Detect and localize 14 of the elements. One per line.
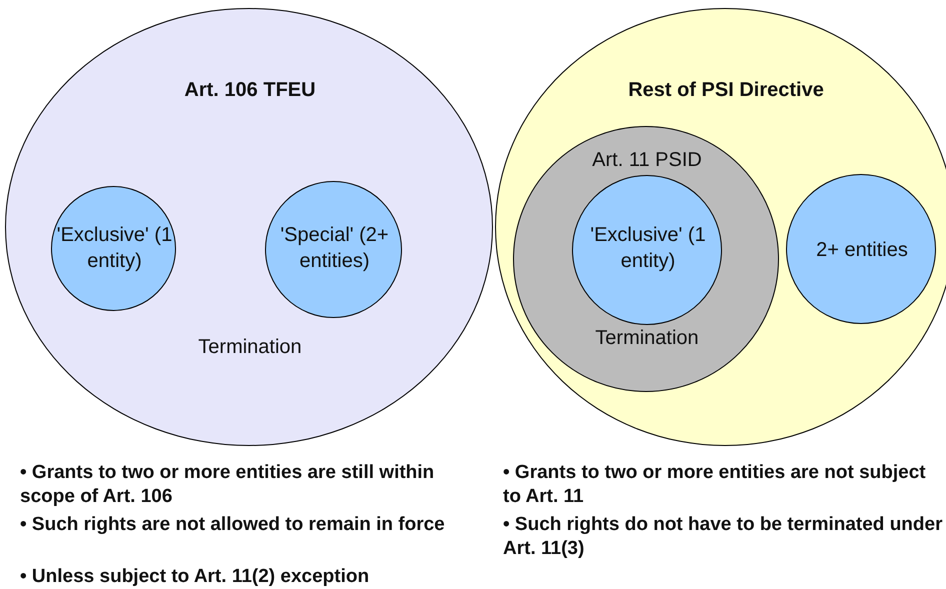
bullet-note: • Grants to two or more entities are still within scope of Art. 106 [20, 461, 436, 509]
region-label: 'Exclusive' (1 entity) [56, 223, 174, 274]
region-label: Termination [594, 326, 700, 351]
bullet-note: • Grants to two or more entities are not subject to Art. 11 [503, 461, 927, 509]
bullet-note: • Such rights do not have to be terminated under Art. 11(3) [503, 513, 943, 561]
bullet-note: • Unless subject to Art. 11(2) exception [20, 565, 370, 589]
region-label: 'Special' (2+ entities) [279, 223, 390, 274]
region-label: Termination [197, 335, 303, 360]
region-label: 'Exclusive' (1 entity) [589, 223, 707, 274]
region-label: Art. 11 PSID [591, 148, 703, 173]
region-label: 2+ entities [815, 238, 909, 263]
bullet-note: • Such rights are not allowed to remain in force [20, 513, 446, 537]
region-title: Rest of PSI Directive [627, 78, 825, 103]
region-title: Art. 106 TFEU [183, 78, 317, 103]
